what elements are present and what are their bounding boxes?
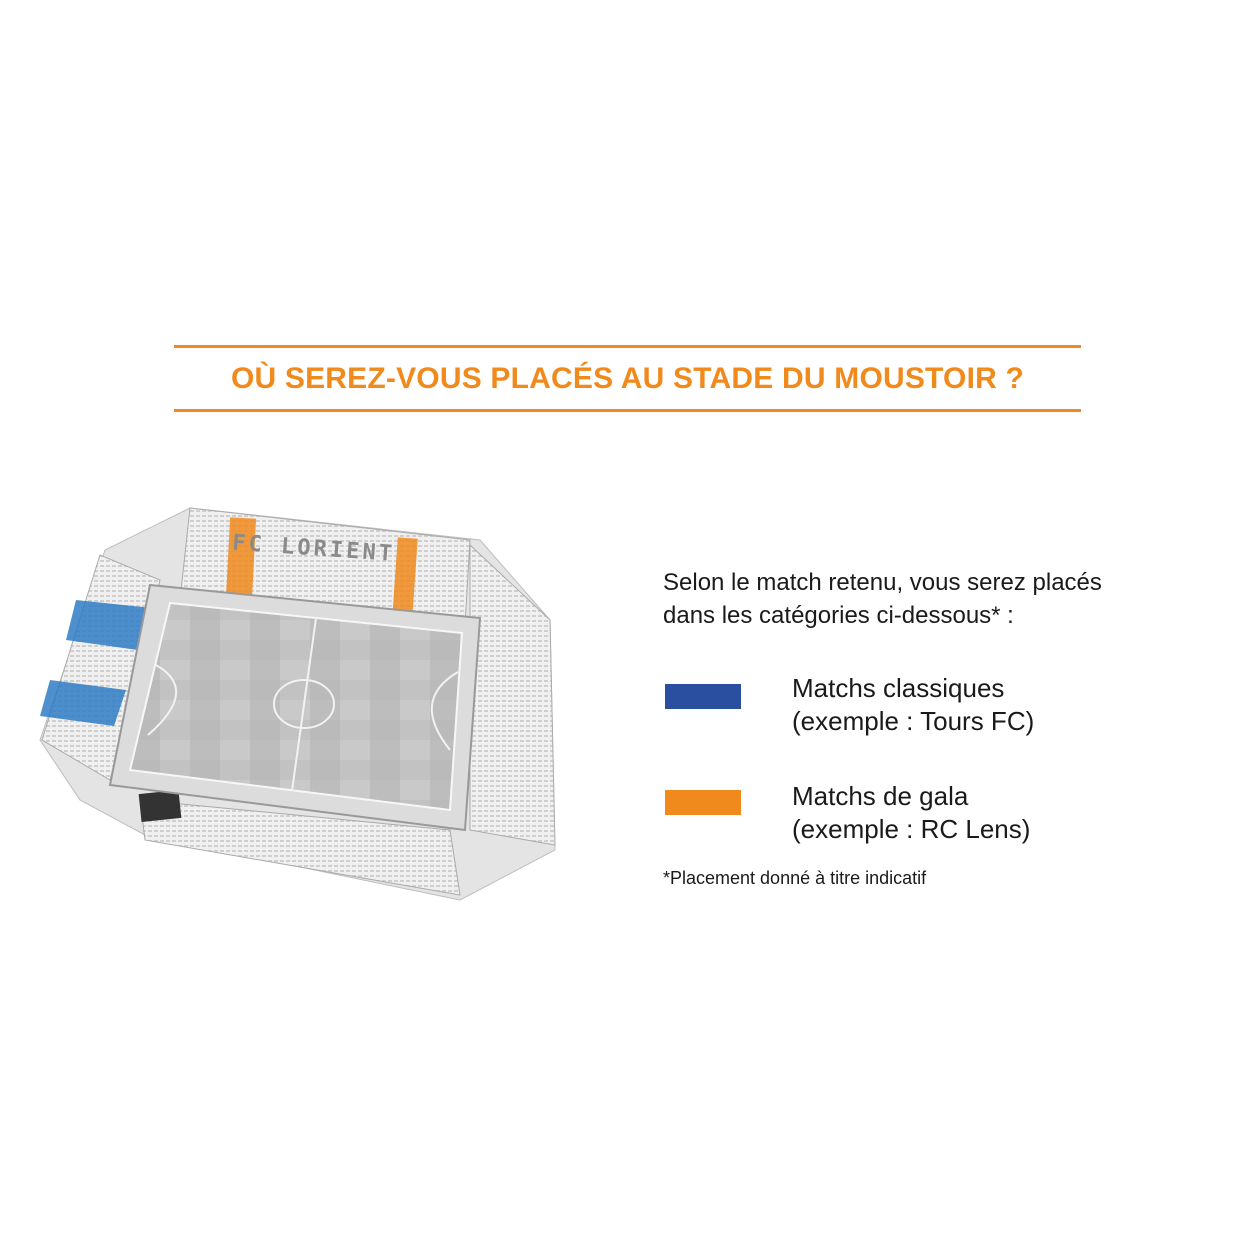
title-rule-top <box>174 345 1081 348</box>
orange-zone-north-1 <box>225 517 257 601</box>
orange-zone-north-2 <box>392 537 418 619</box>
south-gate <box>138 789 182 823</box>
legend-example-classic: (exemple : Tours FC) <box>792 706 1035 736</box>
title-rule-bottom <box>174 409 1081 412</box>
orange-swatch <box>665 790 741 815</box>
legend-text-gala: Matchs de gala (exemple : RC Lens) <box>792 780 1030 846</box>
title-block: OÙ SEREZ-VOUS PLACÉS AU STADE DU MOUSTOI… <box>174 345 1081 412</box>
intro-line-2: dans les catégories ci-dessous* : <box>663 602 1014 629</box>
page-title: OÙ SEREZ-VOUS PLACÉS AU STADE DU MOUSTOI… <box>230 362 1025 395</box>
halfway-line <box>291 617 317 792</box>
blue-swatch <box>665 684 741 709</box>
legend-label-gala: Matchs de gala <box>792 781 969 811</box>
intro-text: Selon le match retenu, vous serez placés… <box>663 566 1243 632</box>
legend-text-classic: Matchs classiques (exemple : Tours FC) <box>792 672 1034 738</box>
legend-example-gala: (exemple : RC Lens) <box>792 814 1031 844</box>
blue-zone-west-1 <box>66 600 152 650</box>
penalty-arc-west <box>147 664 178 736</box>
info-panel: Selon le match retenu, vous serez placés… <box>663 566 1243 888</box>
south-stand <box>139 799 461 896</box>
stadium-map-image: FC LORIENT <box>39 507 556 901</box>
east-stand <box>469 543 556 846</box>
center-circle <box>273 679 335 729</box>
penalty-arc-east <box>430 671 459 751</box>
intro-line-1: Selon le match retenu, vous serez placés <box>663 569 1102 596</box>
blue-zone-west-2 <box>40 680 126 726</box>
pitch <box>128 601 464 812</box>
footnote: *Placement donné à titre indicatif <box>663 868 927 888</box>
legend-label-classic: Matchs classiques <box>792 673 1005 703</box>
